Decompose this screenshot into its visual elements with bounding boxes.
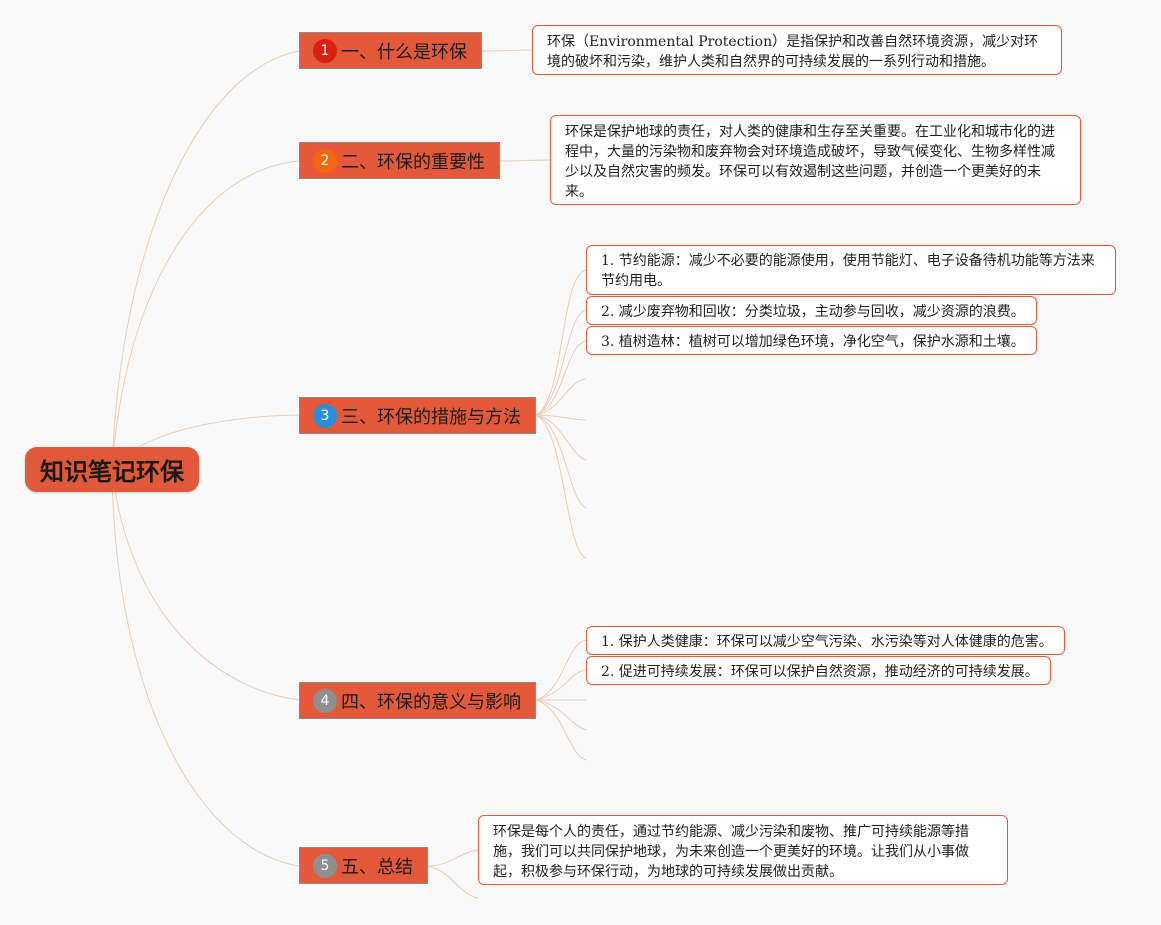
measure-item-3[interactable]: 3. 植树造林：植树可以增加绿色环境，净化空气，保护水源和土壤。 xyxy=(586,326,1037,355)
connector-branch-5-detail xyxy=(427,849,479,867)
connector-branch-3-item-3 xyxy=(535,340,587,416)
measure-item-3-text: 3. 植树造林：植树可以增加绿色环境，净化空气，保护水源和土壤。 xyxy=(601,334,1025,350)
significance-item-1-text: 1. 保护人类健康：环保可以减少空气污染、水污染等对人体健康的危害。 xyxy=(601,634,1053,650)
branch-node-5-title: 五、总结 xyxy=(341,856,413,878)
detail-importance-text: 环保是保护地球的责任，对人类的健康和生存至关重要。在工业化和城市化的进程中，大量… xyxy=(565,124,1055,200)
number-2-icon: 2 xyxy=(313,148,337,173)
connector-branch-3-item-1 xyxy=(535,269,587,416)
measure-item-1-text: 1. 节约能源：减少不必要的能源使用，使用节能灯、电子设备待机功能等方法来节约用… xyxy=(601,253,1095,289)
branch-node-2[interactable]: 2 二、环保的重要性 xyxy=(299,142,500,179)
detail-summary[interactable]: 环保是每个人的责任，通过节约能源、减少污染和废物、推广可持续能源等措施，我们可以… xyxy=(478,815,1008,885)
connector-root-branch-4 xyxy=(111,469,300,701)
detail-importance[interactable]: 环保是保护地球的责任，对人类的健康和生存至关重要。在工业化和城市化的进程中，大量… xyxy=(550,115,1081,205)
branch-node-1[interactable]: 1 一、什么是环保 xyxy=(299,32,482,69)
branch-node-4-title: 四、环保的意义与影响 xyxy=(341,691,521,713)
root-node[interactable]: 知识笔记环保 xyxy=(25,447,199,492)
branch-node-5[interactable]: 5 五、总结 xyxy=(299,847,428,884)
connector-branch-3-empty-3 xyxy=(535,414,587,461)
significance-item-2[interactable]: 2. 促进可持续发展：环保可以保护自然资源，推动经济的可持续发展。 xyxy=(586,656,1051,685)
significance-item-1[interactable]: 1. 保护人类健康：环保可以减少空气污染、水污染等对人体健康的危害。 xyxy=(586,626,1065,655)
branch-node-2-title: 二、环保的重要性 xyxy=(341,151,485,173)
connector-branch-1-detail xyxy=(481,49,533,52)
connector-branch-5-empty xyxy=(427,865,479,899)
measure-item-1[interactable]: 1. 节约能源：减少不必要的能源使用，使用节能灯、电子设备待机功能等方法来节约用… xyxy=(586,245,1116,295)
connector-root-branch-5 xyxy=(111,469,300,867)
measure-item-2[interactable]: 2. 减少废弃物和回收：分类垃圾，主动参与回收，减少资源的浪费。 xyxy=(586,296,1037,325)
branch-node-3-title: 三、环保的措施与方法 xyxy=(341,406,521,428)
branch-node-4[interactable]: 4 四、环保的意义与影响 xyxy=(299,682,536,719)
branch-node-1-title: 一、什么是环保 xyxy=(341,41,467,63)
connector-branch-3-empty-5 xyxy=(535,414,587,559)
connector-branch-4-item-2 xyxy=(535,669,587,701)
number-5-icon: 5 xyxy=(313,853,337,878)
connector-branch-3-empty-1 xyxy=(535,378,587,416)
detail-summary-text: 环保是每个人的责任，通过节约能源、减少污染和废物、推广可持续能源等措施，我们可以… xyxy=(493,824,969,880)
number-1-icon: 1 xyxy=(313,38,337,63)
connector-branch-4-empty-2 xyxy=(535,699,587,731)
connector-branch-4-empty-3 xyxy=(535,699,587,761)
root-node-label: 知识笔记环保 xyxy=(40,458,184,486)
connector-root-branch-2 xyxy=(111,160,300,471)
connector-root-branch-1 xyxy=(111,50,300,471)
connector-branch-3-empty-2 xyxy=(535,414,587,421)
detail-what-is-text: 环保（Environmental Protection）是指保护和改善自然环境资… xyxy=(547,34,1039,70)
connector-branch-2-detail xyxy=(499,159,551,162)
significance-item-2-text: 2. 促进可持续发展：环保可以保护自然资源，推动经济的可持续发展。 xyxy=(601,664,1039,680)
detail-what-is[interactable]: 环保（Environmental Protection）是指保护和改善自然环境资… xyxy=(532,25,1062,75)
number-4-icon: 4 xyxy=(313,688,337,713)
branch-node-3[interactable]: 3 三、环保的措施与方法 xyxy=(299,397,536,434)
connector-branch-4-item-1 xyxy=(535,639,587,701)
measure-item-2-text: 2. 减少废弃物和回收：分类垃圾，主动参与回收，减少资源的浪费。 xyxy=(601,304,1025,320)
number-3-icon: 3 xyxy=(313,403,337,428)
connector-branch-3-empty-4 xyxy=(535,414,587,509)
connector-branch-3-item-2 xyxy=(535,309,587,416)
